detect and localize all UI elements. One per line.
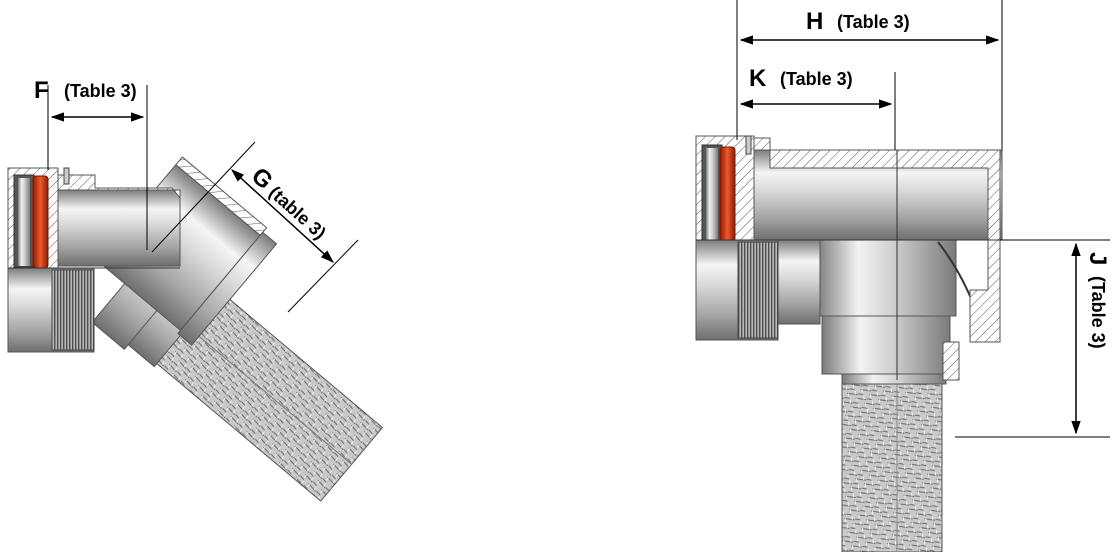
dimension-k: K (Table 3) xyxy=(739,65,896,150)
dimension-f-letter: F xyxy=(34,77,49,104)
dimension-f: F (Table 3) xyxy=(34,77,148,250)
dimension-k-ref: (Table 3) xyxy=(780,69,853,89)
angled-connector-90 xyxy=(695,135,1003,552)
coupling-housing xyxy=(39,189,181,267)
dimension-f-ref: (Table 3) xyxy=(64,81,137,101)
dimension-g-arrow xyxy=(231,169,334,263)
dimension-h-ref: (Table 3) xyxy=(837,12,910,32)
dimension-h-letter: H xyxy=(806,8,823,35)
dimension-g-ref: (table 3) xyxy=(265,182,330,243)
dimension-h: H (Table 3) xyxy=(736,0,1003,150)
seal-ring xyxy=(32,175,49,269)
dimension-j-letter: J xyxy=(1084,252,1111,265)
seal-ring-90 xyxy=(719,146,736,242)
angled-connector-45 xyxy=(7,156,384,502)
braid-sleeve-90 xyxy=(841,379,943,552)
dimension-j: J (Table 3) xyxy=(955,239,1111,438)
dimension-k-letter: K xyxy=(749,65,767,92)
dimension-j-ref: (Table 3) xyxy=(1088,276,1108,349)
